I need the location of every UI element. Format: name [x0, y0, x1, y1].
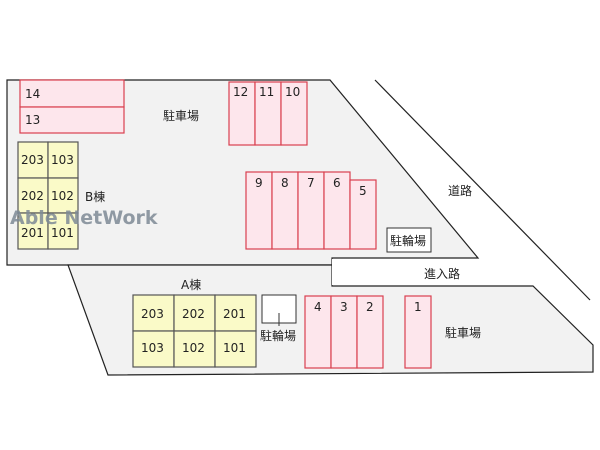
parking-space-9 [245, 171, 273, 250]
parking-label-3: 3 [340, 300, 348, 314]
parking-space-13 [19, 106, 125, 134]
parking-space-7 [297, 171, 325, 250]
road-label: 道路 [448, 183, 472, 198]
entrance-road-area [332, 259, 532, 285]
unit-b-203: 203 [21, 153, 44, 167]
building-a: 203 202 201 103 102 101 [132, 294, 257, 368]
parking-label-13: 13 [25, 113, 40, 127]
bike-parking-top-label: 駐輪場 [390, 233, 426, 248]
road-edge [374, 79, 591, 301]
bike-parking-top [386, 227, 432, 253]
parking-label-1: 1 [414, 300, 422, 314]
parking-space-3 [330, 295, 358, 369]
parking-label-2: 2 [366, 300, 374, 314]
unit-b-201: 201 [21, 226, 44, 240]
parking-label-6: 6 [333, 176, 341, 190]
parking-label-12: 12 [233, 85, 248, 99]
parking-space-2 [356, 295, 384, 369]
unit-a-101: 101 [223, 341, 246, 355]
parking-space-1 [404, 295, 432, 369]
parking-bottom-label: 駐車場 [445, 325, 481, 340]
parking-label-9: 9 [255, 176, 263, 190]
unit-a-102: 102 [182, 341, 205, 355]
parking-label-8: 8 [281, 176, 289, 190]
unit-a-103: 103 [141, 341, 164, 355]
parking-top-label: 駐車場 [163, 108, 199, 123]
parking-label-11: 11 [259, 85, 274, 99]
parking-space-11 [254, 81, 282, 146]
unit-a-202: 202 [182, 307, 205, 321]
unit-b-103: 103 [51, 153, 74, 167]
entrance-road-label: 進入路 [424, 266, 460, 281]
unit-b-202: 202 [21, 189, 44, 203]
unit-a-203: 203 [141, 307, 164, 321]
parking-label-5: 5 [359, 184, 367, 198]
unit-b-102: 102 [51, 189, 74, 203]
unit-b-101: 101 [51, 226, 74, 240]
building-b: 203 103 202 102 201 101 [17, 141, 79, 250]
parking-space-10 [280, 81, 308, 146]
parking-space-5 [349, 179, 377, 250]
parking-label-10: 10 [285, 85, 300, 99]
parking-label-14: 14 [25, 87, 40, 101]
building-a-label: A棟 [181, 277, 201, 292]
unit-a-201: 201 [223, 307, 246, 321]
watermark: Able NetWork [10, 207, 158, 229]
building-b-label: B棟 [85, 189, 105, 204]
parking-label-4: 4 [314, 300, 322, 314]
bike-parking-bottom-label: 駐輪場 [260, 328, 296, 343]
parking-label-7: 7 [307, 176, 315, 190]
